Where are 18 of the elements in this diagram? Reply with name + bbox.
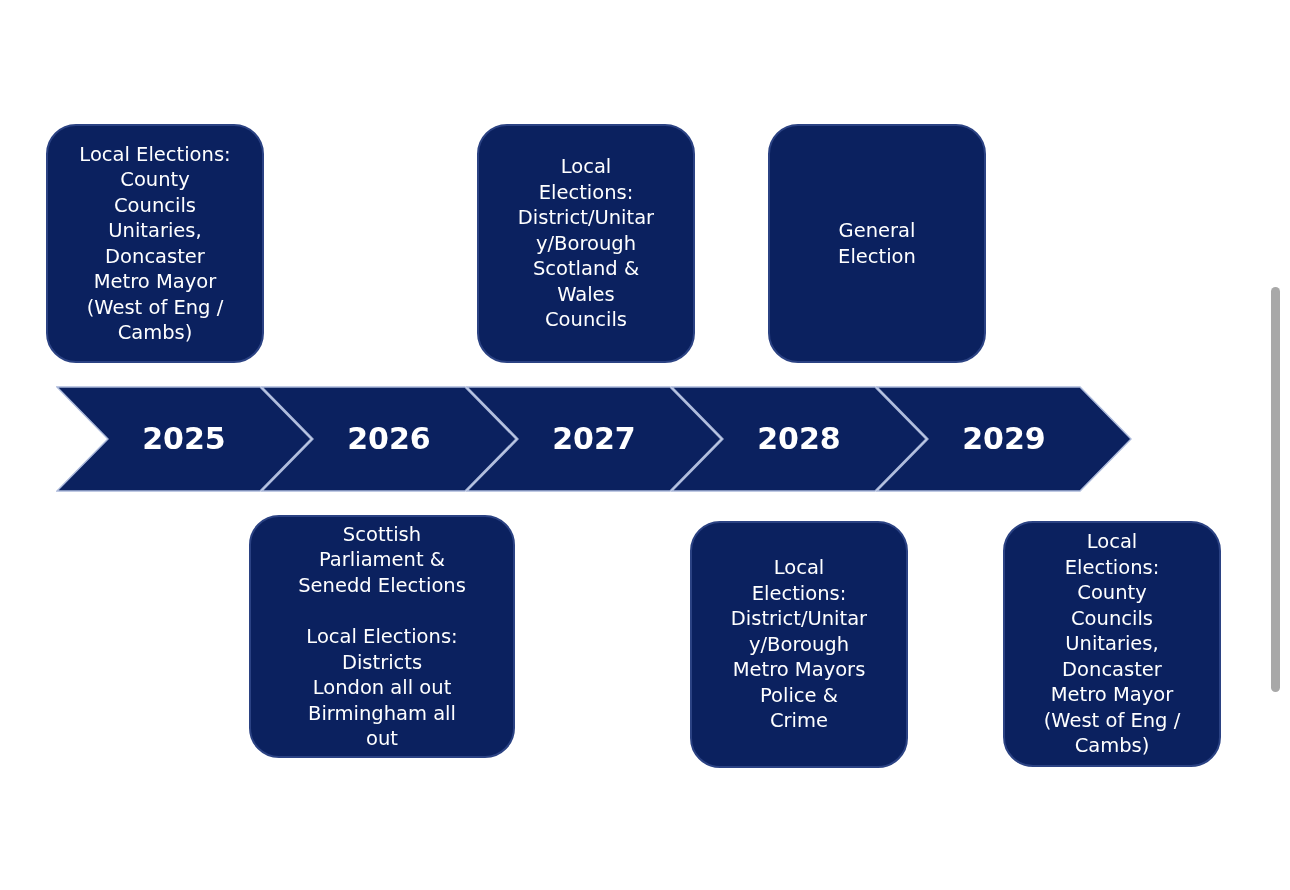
year-label: 2028: [757, 422, 841, 456]
year-label: 2027: [552, 422, 636, 456]
year-label: 2029: [962, 422, 1046, 456]
year-label: 2026: [347, 422, 431, 456]
event-text: Local Elections: Districts London all out Birmingham all out: [305, 624, 459, 752]
event-box: [249, 515, 515, 758]
event-text: Local Elections: County Councils Unitaries, Doncaster Metro Mayor (West of Eng / Cambs): [78, 141, 232, 346]
event-box: [46, 124, 264, 363]
event-text: Local Elections: District/Unitary/Borough Metro Mayors Police & Crime: [729, 555, 869, 734]
event-box: [477, 124, 695, 363]
event-text: General Election: [837, 218, 917, 269]
event-text: Scottish Parliament & Senedd Elections: [297, 521, 467, 598]
event-box: [690, 521, 908, 768]
year-label: 2025: [142, 422, 226, 456]
event-text: Local Elections: District/Unitary/Borough Scotland & Wales Councils: [516, 154, 656, 333]
event-box: [768, 124, 986, 363]
event-box: [1003, 521, 1221, 767]
event-text: Local Elections: County Councils Unitaries, Doncaster Metro Mayor (West of Eng / Cambs): [1042, 529, 1182, 759]
